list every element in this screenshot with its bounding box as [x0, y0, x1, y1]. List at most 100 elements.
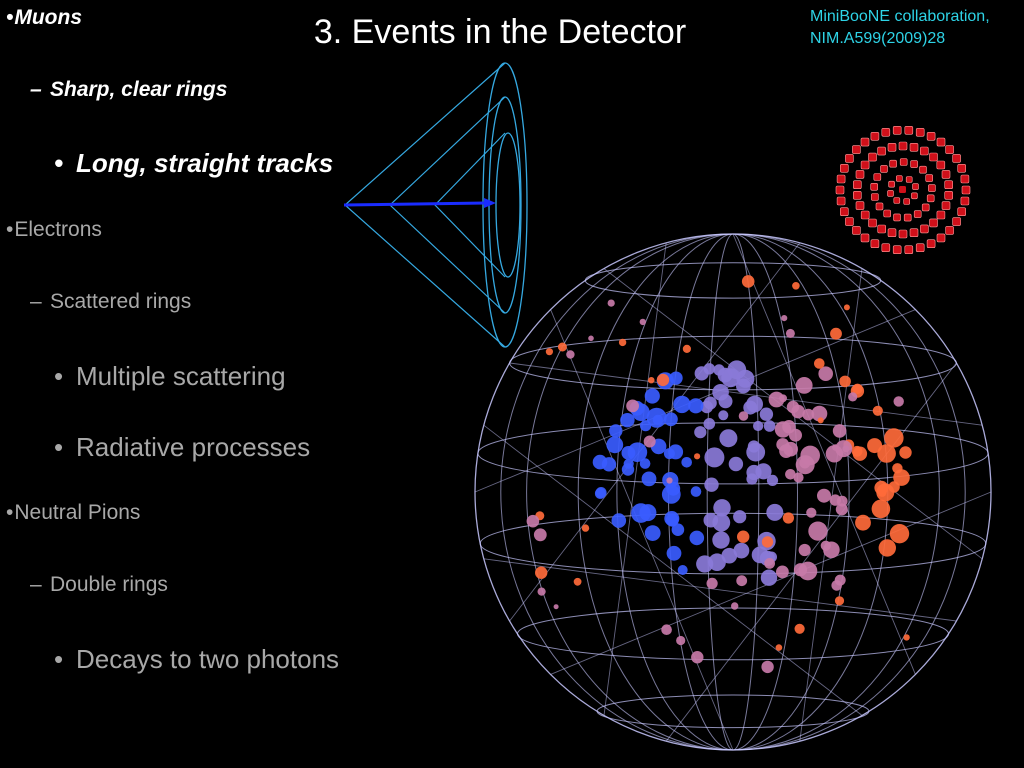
ring-pmt-hit — [913, 210, 922, 218]
ring-pmt-hit — [929, 218, 938, 228]
pmt-hit — [566, 350, 575, 359]
pmt-hit — [733, 510, 747, 524]
pmt-hit — [666, 545, 682, 561]
bullet-marker: • — [6, 6, 14, 29]
pmt-hit — [798, 543, 811, 557]
bullet-item: •Electrons — [6, 218, 102, 242]
pmt-hit — [835, 503, 848, 516]
bullet-text: Muons — [14, 6, 83, 29]
pmt-hit — [719, 429, 738, 448]
pmt-hit — [694, 426, 707, 439]
pmt-hit — [626, 399, 639, 413]
ring-pmt-hit — [905, 176, 913, 183]
pmt-hit — [733, 542, 750, 559]
pmt-hit — [811, 405, 828, 422]
ring-pmt-hit — [912, 183, 919, 190]
pmt-hit — [741, 275, 755, 288]
bullet-text: Radiative processes — [76, 432, 311, 462]
ring-pmt-hit — [936, 233, 946, 243]
ring-pmt-hit — [945, 145, 954, 154]
pmt-hit — [656, 373, 670, 387]
ring-pmt-hit — [873, 173, 882, 181]
ring-pmt-hit — [868, 218, 877, 228]
longitude-ring — [577, 233, 889, 751]
pmt-hit — [877, 444, 896, 463]
pmt-hit — [713, 364, 725, 376]
pmt-hit — [661, 485, 681, 504]
pmt-hit — [606, 436, 624, 454]
pmt-hit — [893, 396, 904, 407]
ring-pmt-hit — [960, 196, 970, 206]
mesh-strut — [550, 309, 734, 751]
pmt-hit — [664, 412, 678, 427]
pmt-hit — [641, 471, 657, 487]
pmt-hit — [689, 530, 705, 546]
ring-pmt-hit — [889, 159, 897, 168]
pmt-hit — [537, 587, 546, 596]
mesh-strut — [509, 362, 983, 426]
ring-pmt-hit — [957, 164, 967, 173]
pmt-hit — [673, 395, 691, 414]
bullet-text: Decays to two photons — [76, 644, 340, 674]
ring-pmt-hit — [835, 185, 845, 195]
mesh-strut — [799, 268, 863, 742]
cherenkov-cone-diagram — [343, 62, 528, 348]
pmt-hit — [526, 514, 540, 528]
bullet-text: Double rings — [50, 573, 168, 596]
pmt-hit — [747, 440, 761, 453]
pmt-hit — [703, 418, 716, 430]
bullet-marker: • — [54, 432, 64, 462]
ring-pmt-hit — [915, 243, 925, 252]
pmt-hit — [609, 424, 623, 438]
pmt-hit — [648, 377, 655, 384]
pmt-hit — [763, 420, 776, 432]
ring-pmt-hit — [941, 201, 951, 210]
pmt-hit — [775, 644, 783, 651]
bullet-item: • Radiative processes — [54, 432, 310, 463]
ring-pmt-hit — [852, 180, 862, 189]
pmt-hit — [581, 524, 590, 532]
ring-pmt-hit — [945, 226, 954, 235]
ring-pmt-hit — [944, 191, 954, 200]
ring-pmt-hit — [860, 160, 870, 170]
ring-pmt-hit — [921, 203, 930, 212]
bullet-marker: – — [30, 290, 42, 313]
pmt-hit — [793, 472, 804, 483]
ring-pmt-hit — [845, 217, 854, 226]
pmt-hit — [889, 524, 910, 544]
pmt-hit — [623, 458, 634, 469]
mesh-strut — [665, 362, 957, 742]
pmt-hit — [718, 410, 729, 421]
ring-pmt-hit — [845, 154, 854, 163]
pmt-hit — [782, 512, 795, 524]
ring-pmt-hit — [909, 228, 919, 237]
longitude-ring — [616, 233, 850, 751]
pmt-hit — [814, 358, 825, 369]
ring-pmt-hit — [868, 152, 877, 162]
latitude-ring — [584, 262, 882, 299]
bullet-marker: • — [6, 501, 14, 524]
pmt-hit — [799, 457, 811, 469]
ring-pmt-hit — [870, 132, 880, 141]
mesh-strut — [732, 233, 916, 675]
pmt-hit — [817, 417, 824, 424]
pmt-hit — [700, 400, 713, 414]
pmt-hit — [892, 463, 903, 474]
pmt-hit — [601, 457, 617, 472]
ring-pmt-hit — [860, 233, 870, 243]
pmt-hit — [661, 624, 672, 635]
bullet-item: –Double rings — [30, 573, 168, 597]
ring-pmt-hit — [883, 209, 892, 218]
ring-pmt-hit — [852, 191, 862, 200]
bullet-item: –Sharp, clear rings — [30, 78, 227, 102]
ring-pmt-hit — [936, 137, 946, 147]
ring-pmt-hit — [860, 137, 870, 147]
pmt-hit — [621, 446, 636, 460]
pmt-hit — [792, 282, 800, 290]
bullet-item: –Scattered rings — [30, 290, 191, 314]
ring-pmt-hit — [881, 243, 891, 252]
pmt-hit — [783, 441, 798, 457]
ring-pmt-hit — [952, 217, 961, 226]
mesh-strut — [483, 558, 957, 622]
